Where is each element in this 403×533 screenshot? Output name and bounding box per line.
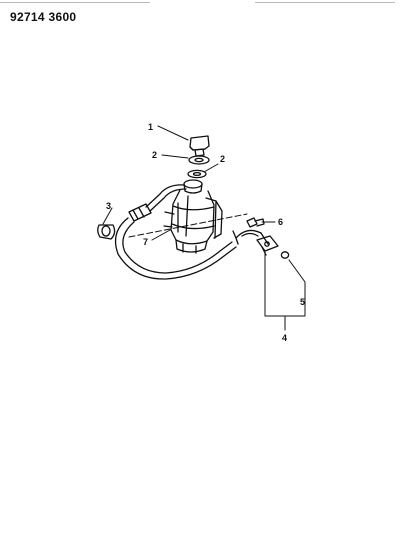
right-pipe <box>232 229 269 245</box>
leader-7 <box>151 229 171 241</box>
bolt-part-6 <box>246 217 265 228</box>
leader-3 <box>102 207 113 225</box>
leader-2a <box>161 154 189 159</box>
assembly-centerline <box>128 213 248 238</box>
leader-4-bracket <box>264 251 306 317</box>
leader-2b <box>203 163 219 173</box>
top-border-left <box>0 2 150 3</box>
leader-lines <box>102 125 306 331</box>
grommet-part-3 <box>97 224 116 240</box>
leader-1 <box>157 125 189 141</box>
callout-6: 6 <box>278 217 283 227</box>
upper-fuel-line <box>145 184 187 212</box>
callout-2-lower: 2 <box>220 154 225 164</box>
bolt-part-1 <box>189 135 210 157</box>
washer-part-2-lower <box>187 169 207 179</box>
fuel-hose-main <box>114 217 237 280</box>
fuel-filter-part-7 <box>163 189 223 254</box>
callout-2-upper: 2 <box>152 150 157 160</box>
flange-plate <box>256 235 279 256</box>
document-id: 92714 3600 <box>10 10 77 24</box>
callout-3: 3 <box>106 201 111 211</box>
left-hose-fitting <box>128 203 152 222</box>
callout-4: 4 <box>282 333 287 343</box>
callout-5: 5 <box>300 297 305 307</box>
callout-1: 1 <box>148 122 153 132</box>
washer-part-2-upper <box>188 155 210 165</box>
cap-part-5 <box>280 251 290 259</box>
callout-7: 7 <box>143 237 148 247</box>
top-border-right <box>255 2 395 3</box>
banjo-fitting <box>183 179 203 194</box>
